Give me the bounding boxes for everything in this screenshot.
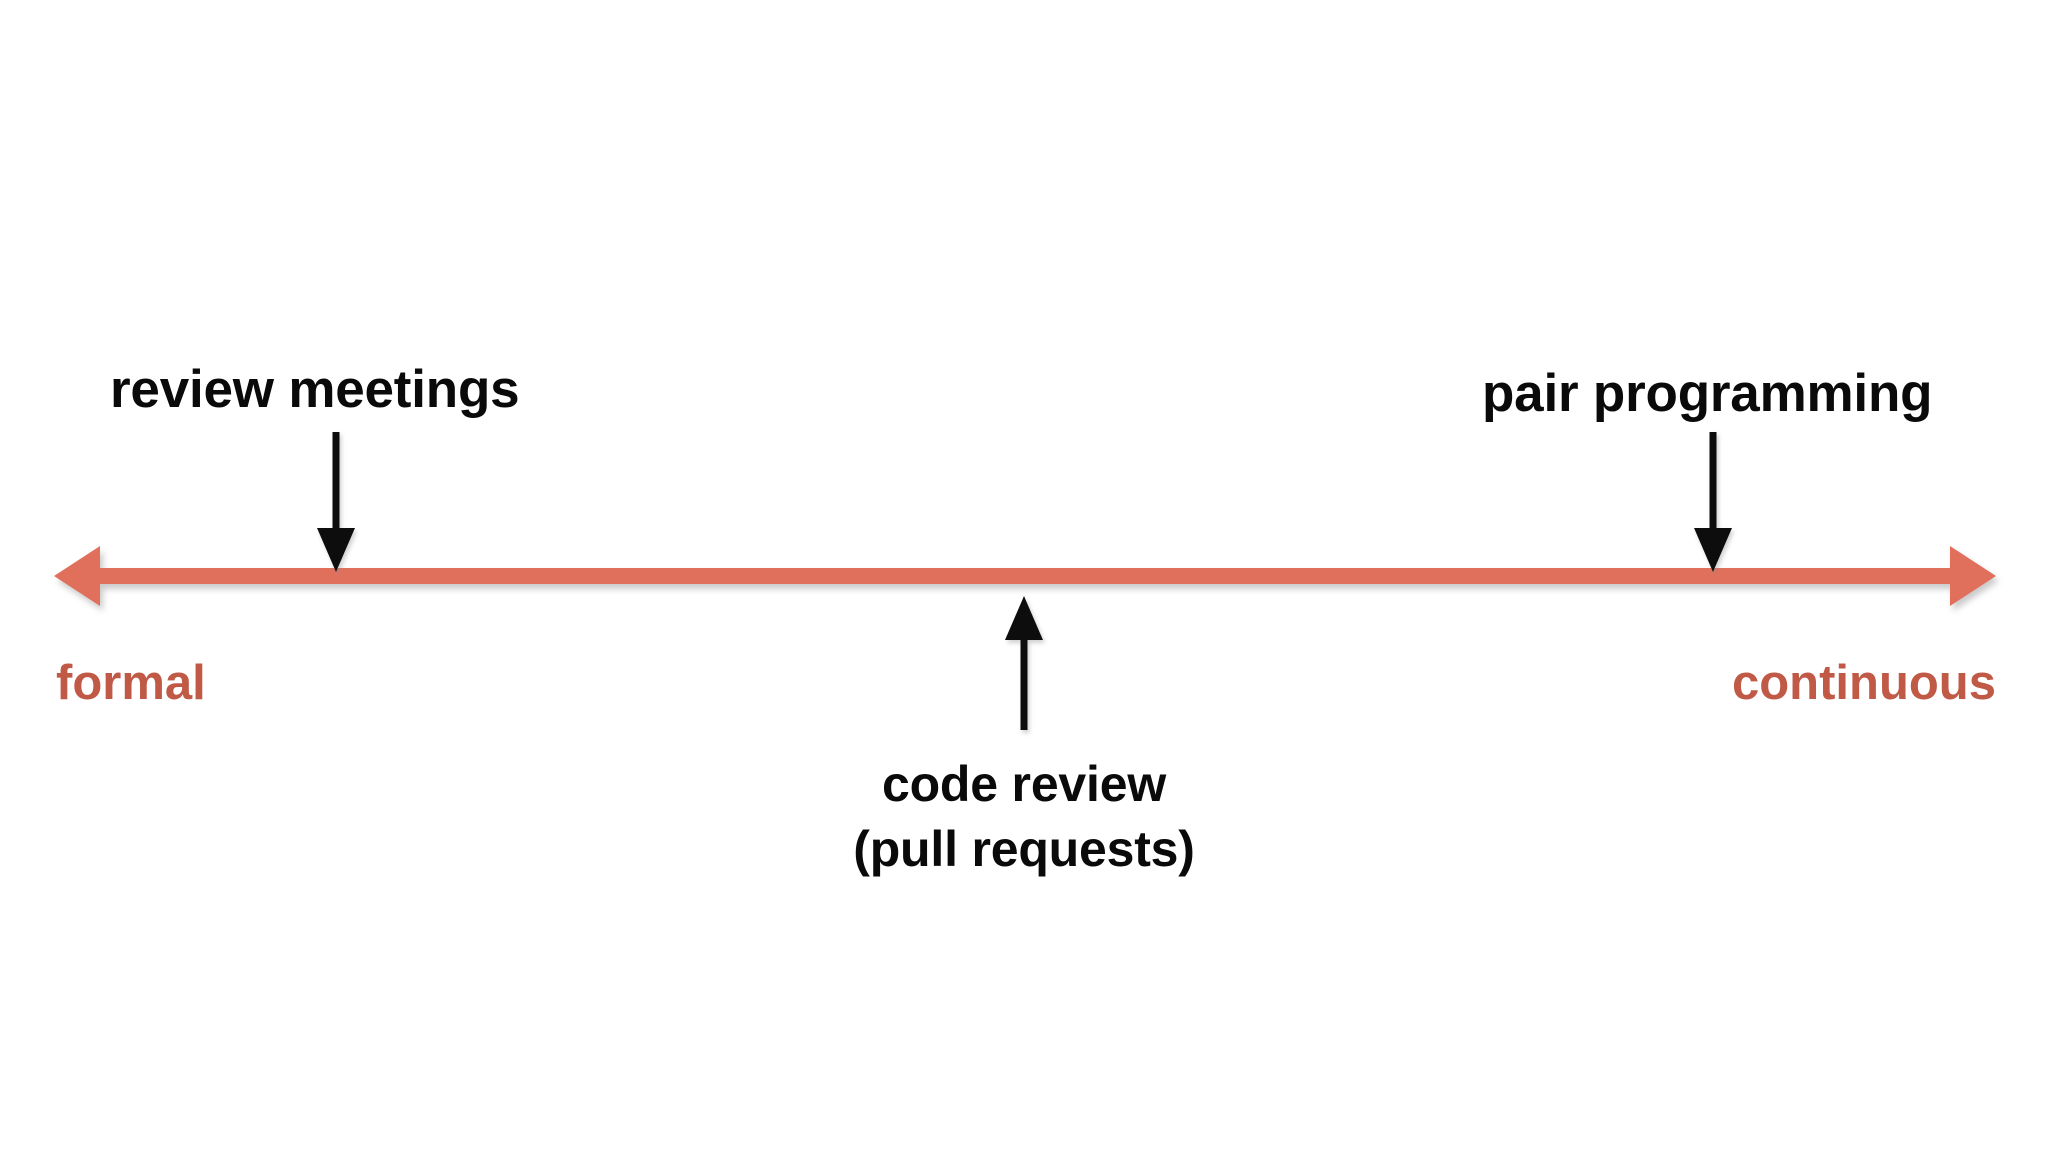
callout-code-review-label-line2: (pull requests) — [853, 821, 1195, 877]
callout-review-meetings-label: review meetings — [110, 360, 520, 419]
callout-pair-programming-label: pair programming — [1482, 364, 1933, 423]
pointer-pair-programming — [1694, 432, 1732, 572]
callout-code-review: code review (pull requests) — [0, 752, 2048, 882]
callout-pair-programming: pair programming — [1482, 364, 1933, 423]
pointer-review-meetings — [317, 432, 355, 572]
axis-pole-label-formal: formal — [56, 656, 206, 710]
pointer-code-review — [1005, 596, 1043, 730]
axis-arrow-shape — [54, 546, 1996, 606]
callout-review-meetings: review meetings — [110, 360, 520, 419]
callout-code-review-label-line1: code review — [881, 756, 1167, 812]
axis-pole-label-continuous: continuous — [1731, 656, 1996, 710]
